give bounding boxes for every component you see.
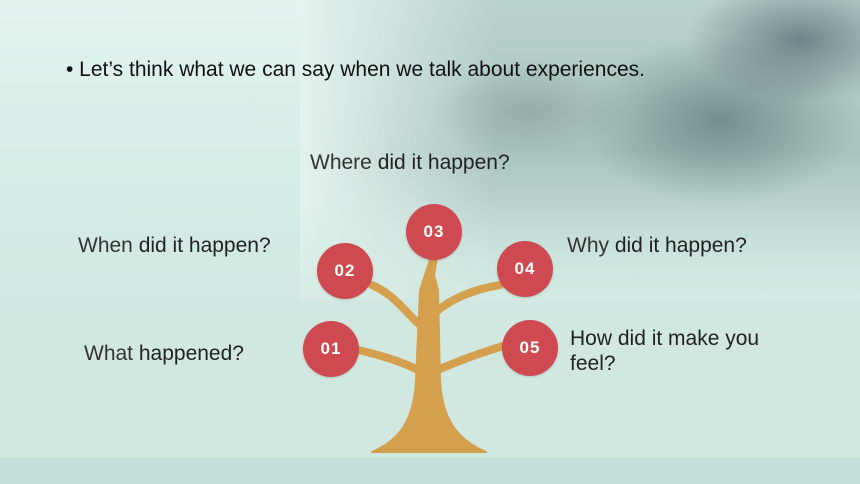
- question-when-rest: did it happen?: [132, 234, 271, 257]
- question-what-lead: What: [84, 342, 134, 365]
- question-how: How did it make you feel?: [570, 327, 760, 375]
- question-where: Where did it happen?: [310, 150, 510, 175]
- question-why: Why did it happen?: [567, 233, 747, 258]
- branch-05: [434, 341, 510, 374]
- question-where-lead: Where: [310, 151, 372, 174]
- branch-03: [424, 254, 438, 304]
- question-when: When did it happen?: [78, 233, 271, 258]
- question-what-rest: happened?: [133, 342, 244, 365]
- bottom-bar: [0, 458, 860, 484]
- circle-04: 04: [497, 241, 553, 297]
- question-what: What happened?: [84, 341, 244, 366]
- question-why-rest: did it happen?: [609, 234, 747, 257]
- bullet-text: • Let’s think what we can say when we ta…: [66, 58, 645, 81]
- circle-01: 01: [303, 321, 359, 377]
- circle-05: 05: [502, 320, 558, 376]
- branch-04: [432, 281, 504, 316]
- branch-02: [368, 281, 424, 329]
- circle-03: 03: [406, 204, 462, 260]
- question-where-rest: did it happen?: [371, 151, 510, 174]
- circle-02: 02: [317, 243, 373, 299]
- question-why-lead: Why: [567, 234, 609, 257]
- question-when-lead: When: [78, 234, 133, 257]
